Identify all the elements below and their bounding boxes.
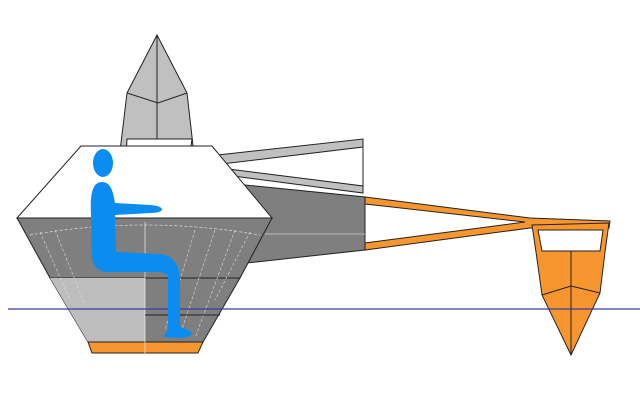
orange-beam: [364, 196, 611, 251]
hull-lower-light-panel: [50, 278, 145, 342]
hull-frame-curve: [29, 224, 261, 236]
orange-float-window: [537, 229, 604, 252]
seated-person-icon: [90, 149, 192, 338]
main-hull: [15, 145, 274, 356]
gray-float-chine: [126, 92, 188, 104]
hull-keel-orange: [87, 341, 204, 354]
orange-float: [364, 196, 611, 357]
